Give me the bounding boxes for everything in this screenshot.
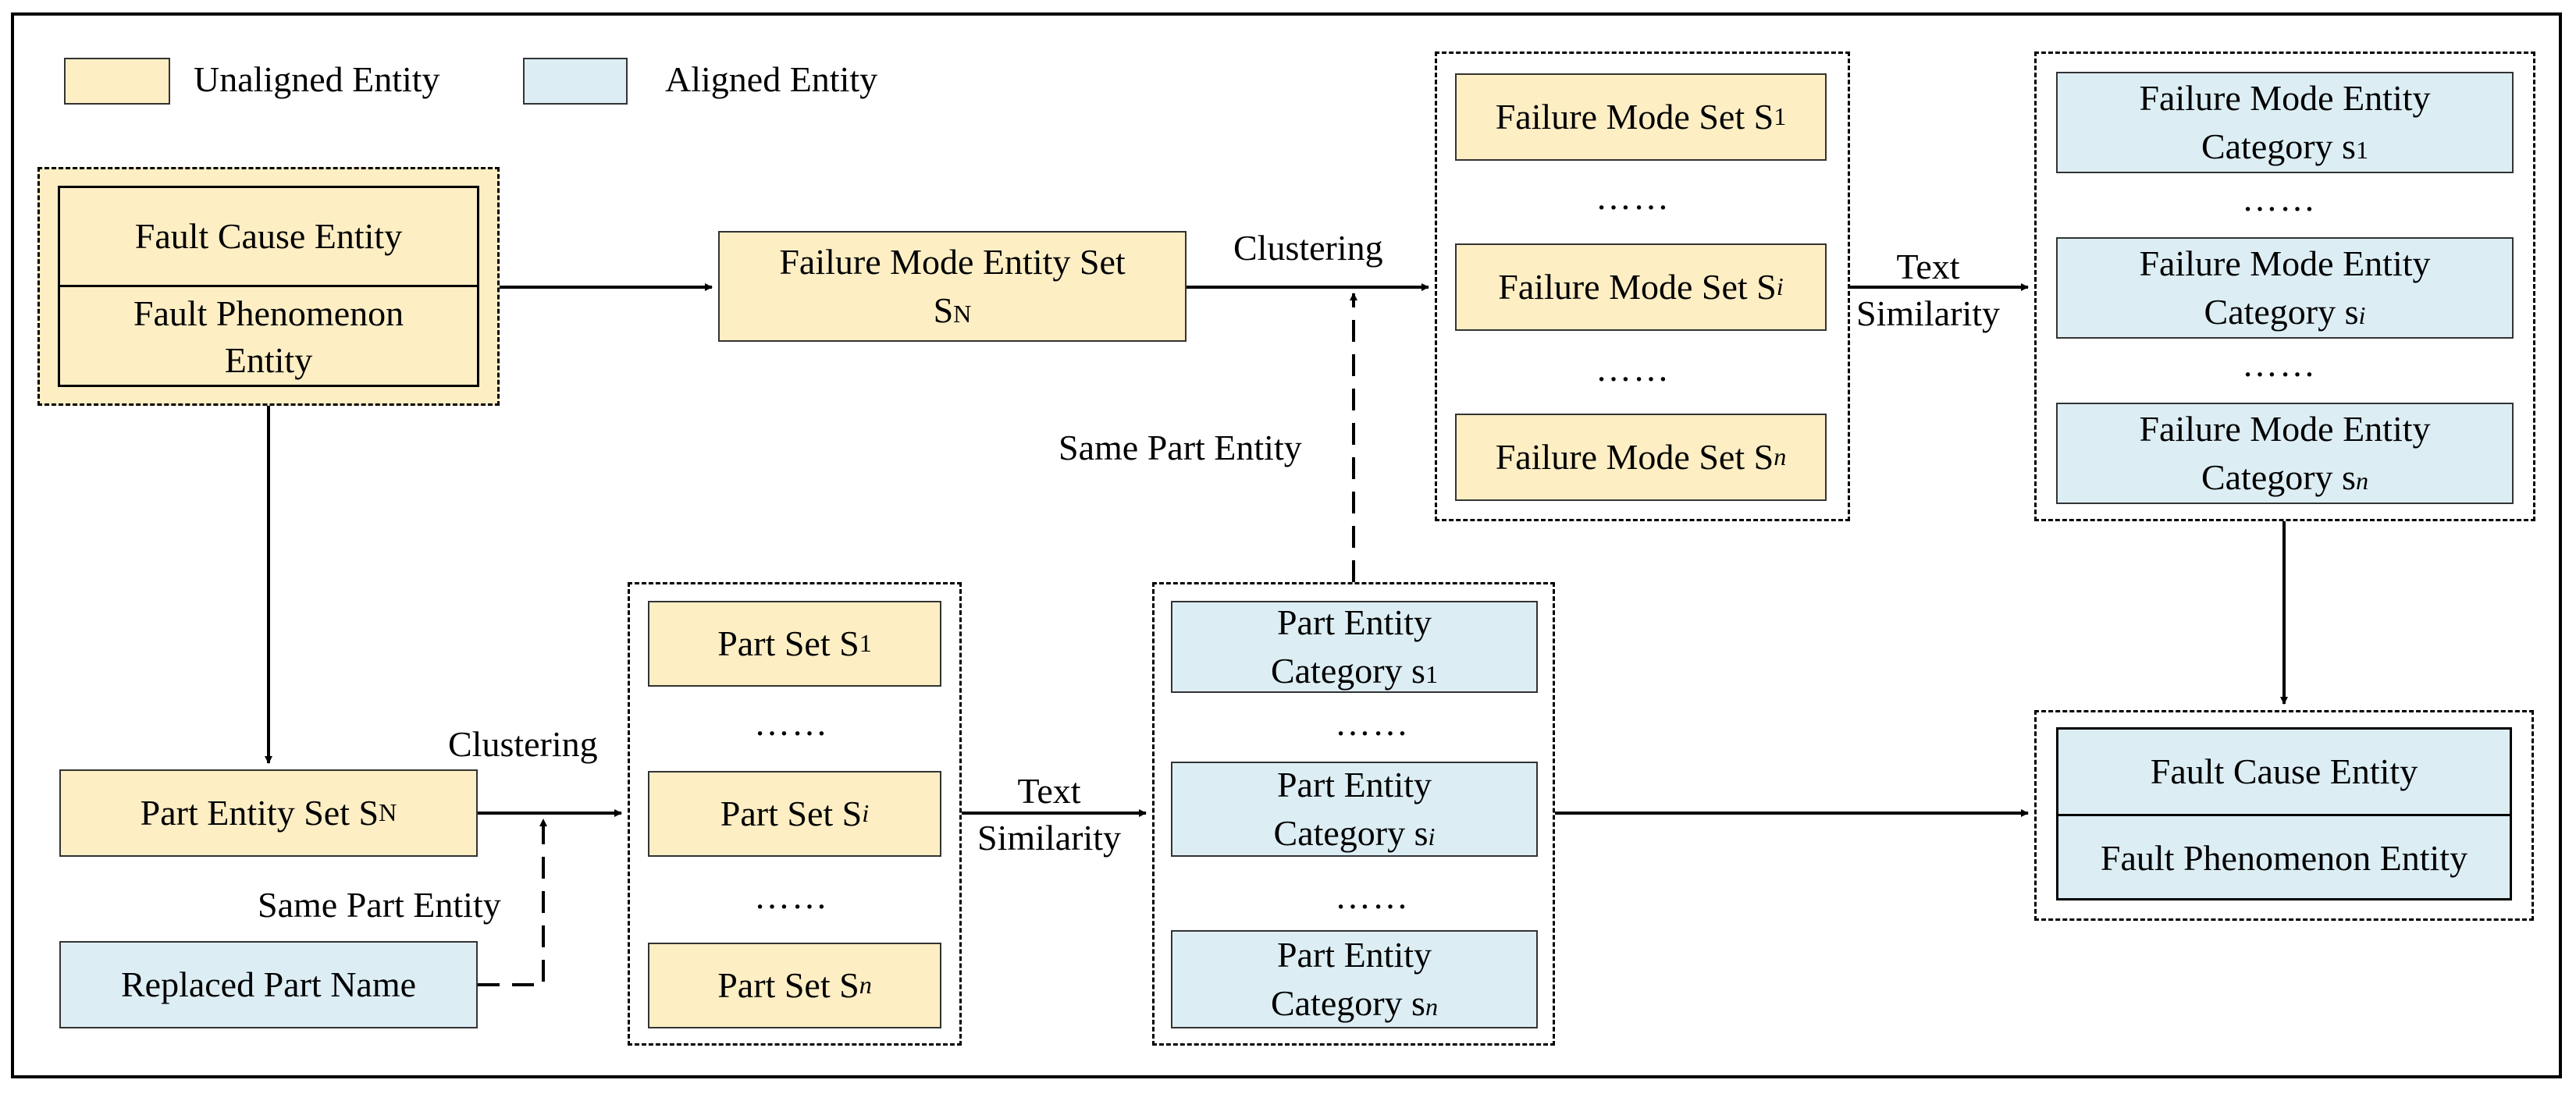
failure-mode-category-i: Failure Mode Entity Category si xyxy=(2056,237,2514,339)
part-category-group xyxy=(1152,582,1555,1046)
failure-category-ellipsis-1: …… xyxy=(2242,179,2317,218)
result-entity-group xyxy=(2034,710,2534,921)
arrow-same-part-bottom xyxy=(478,819,547,986)
label-clustering-top: Clustering xyxy=(1233,228,1383,268)
part-set-group xyxy=(628,582,962,1046)
part-category-1: Part Entity Category s1 xyxy=(1171,601,1538,693)
legend-aligned-label: Aligned Entity xyxy=(665,59,878,99)
label-clustering-bottom: Clustering xyxy=(448,724,598,764)
failure-category-ellipsis-2: …… xyxy=(2242,344,2317,384)
failure-mode-ellipsis-2: …… xyxy=(1596,349,1670,389)
failure-mode-category-1: Failure Mode Entity Category s1 xyxy=(2056,72,2514,173)
diagram-frame xyxy=(11,12,2562,1078)
part-category-n: Part Entity Category sn xyxy=(1171,930,1538,1028)
result-fault-cause: Fault Cause Entity xyxy=(2150,751,2418,792)
label-same-part-bottom: Same Part Entity xyxy=(258,885,501,925)
legend-unaligned-label: Unaligned Entity xyxy=(194,59,440,99)
failure-mode-set-group xyxy=(1435,52,1850,521)
part-category-i: Part Entity Category si xyxy=(1171,762,1538,857)
part-category-ellipsis-2: …… xyxy=(1335,876,1410,916)
label-text-similarity-top: Text Similarity xyxy=(1856,247,2000,333)
failure-mode-entity-set: Failure Mode Entity Set SN xyxy=(718,231,1187,342)
source-fault-cause: Fault Cause Entity xyxy=(134,216,403,257)
label-text-similarity-bottom: Text Similarity xyxy=(977,771,1121,858)
failure-mode-category-group xyxy=(2034,52,2535,521)
failure-mode-category-n: Failure Mode Entity Category sn xyxy=(2056,403,2514,504)
part-category-ellipsis-1: …… xyxy=(1335,703,1410,743)
source-fault-phenomenon: Fault Phenomenon Entity xyxy=(133,293,404,380)
result-divider xyxy=(2058,814,2510,816)
result-fault-phenomenon: Fault Phenomenon Entity xyxy=(2100,838,2468,879)
part-set-ellipsis-2: …… xyxy=(754,876,829,916)
label-same-part-top: Same Part Entity xyxy=(1059,428,1302,467)
legend-unaligned-swatch xyxy=(64,58,170,105)
legend-aligned-swatch xyxy=(523,58,628,105)
failure-mode-ellipsis-1: …… xyxy=(1596,177,1670,217)
source-entity-box: Fault Cause Entity Fault Phenomenon Enti… xyxy=(58,186,479,387)
part-set-ellipsis-1: …… xyxy=(754,703,829,743)
replaced-part-name: Replaced Part Name xyxy=(59,941,478,1028)
source-divider xyxy=(60,285,477,287)
result-entity-box: Fault Cause Entity Fault Phenomenon Enti… xyxy=(2056,727,2512,900)
